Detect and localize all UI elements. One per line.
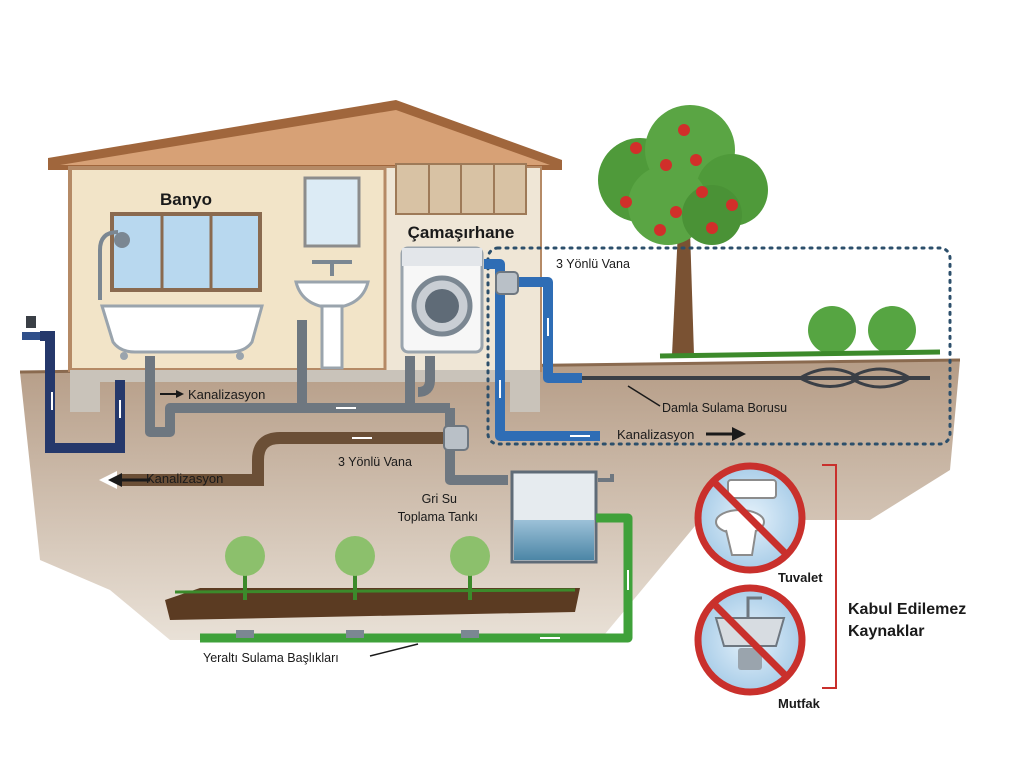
garden-bed — [165, 588, 580, 620]
supply-pipe-left — [40, 331, 125, 453]
outdoor-tap — [22, 316, 40, 340]
laundry-label: Çamaşırhane — [408, 223, 515, 242]
sewer-right-label: Kanalizasyon — [617, 427, 694, 442]
laundry-cabinets — [395, 163, 527, 215]
drip-irrigation-zone — [486, 246, 952, 446]
shrubs — [659, 306, 941, 359]
valve-laundry-label: 3 Yönlü Vana — [556, 257, 630, 271]
tank-label-line2: Toplama Tankı — [398, 510, 478, 524]
sewer-arrowhead-left — [108, 473, 122, 487]
sewer-left-label: Kanalizasyon — [146, 471, 223, 486]
bathtub — [99, 304, 264, 360]
bathroom-label: Banyo — [160, 190, 212, 209]
main-3-way-valve — [443, 425, 469, 451]
apple-tree — [598, 105, 768, 355]
greywater-tank — [510, 470, 614, 564]
kitchen-label: Mutfak — [778, 696, 821, 711]
unacceptable-title-line2: Kaynaklar — [848, 623, 925, 640]
drip-pipe-pointer — [627, 385, 661, 407]
toilet-icon — [694, 462, 806, 574]
flow-arrows — [51, 318, 629, 639]
unacceptable-title-line1: Kabul Edilemez — [848, 601, 966, 618]
sewer-house-label: Kanalizasyon — [188, 387, 265, 402]
sewer-arrowhead-right — [732, 427, 746, 441]
bathroom-window — [110, 212, 262, 292]
washing-machine — [400, 246, 484, 354]
kitchen-sink-icon — [694, 584, 806, 696]
garden-bed-grass — [174, 588, 576, 594]
garden-plants — [225, 536, 490, 638]
drip-irrigation-pipe — [582, 367, 930, 389]
underground-heads-label: Yeraltı Sulama Başlıkları — [203, 651, 339, 665]
sewer-pipe-main — [120, 432, 460, 486]
bathroom-sink — [294, 260, 370, 370]
drip-pipe-label: Damla Sulama Borusu — [662, 401, 787, 415]
shower — [98, 230, 130, 300]
sewer-house-arrowhead — [176, 390, 184, 398]
underground-heads-pointer — [369, 643, 419, 657]
valve-main-label: 3 Yönlü Vana — [338, 455, 412, 469]
toilet-label: Tuvalet — [778, 570, 823, 585]
unacceptable-bracket — [822, 464, 837, 689]
apples — [620, 124, 738, 236]
laundry-3-way-valve — [495, 271, 519, 295]
tank-label-line1: Gri Su — [422, 492, 457, 506]
mirror — [303, 176, 361, 248]
